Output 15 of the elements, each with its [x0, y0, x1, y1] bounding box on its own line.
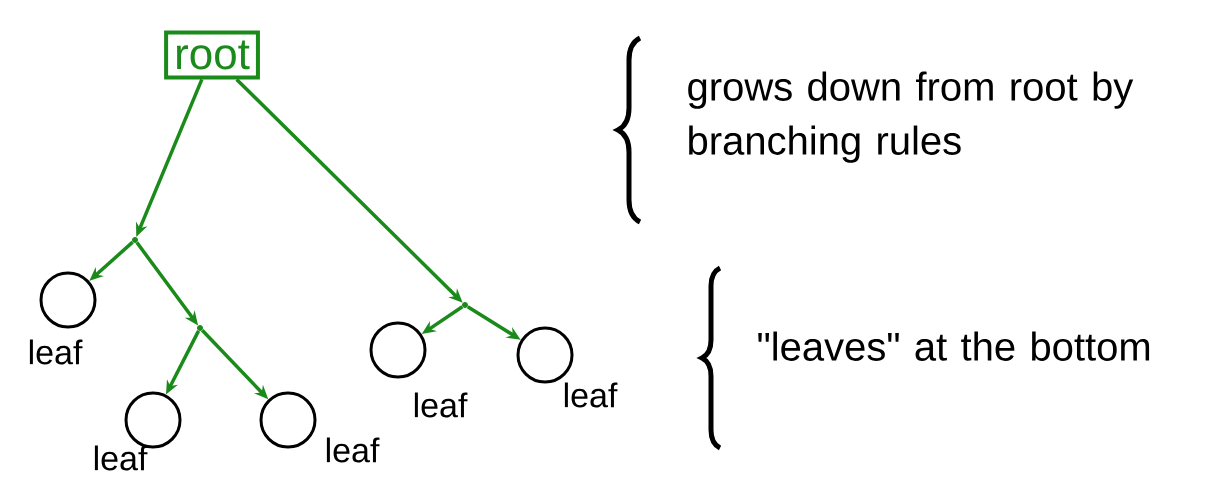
branch-point — [462, 302, 468, 308]
note: "leaves" at the bottom — [758, 331, 1150, 361]
leaf-circle — [516, 326, 574, 384]
leaf-label: leaf — [414, 392, 468, 418]
leaf-label: leaf — [94, 445, 148, 471]
leaf-circle — [259, 391, 317, 449]
leaf-label: leaf — [326, 437, 380, 463]
leaf-label: leaf — [29, 339, 83, 365]
leaf-label: leaf — [564, 382, 618, 408]
branch-point — [132, 237, 138, 243]
leaf-circle — [369, 321, 427, 379]
note: grows down from root by branching rules — [688, 71, 1134, 163]
root-box: root — [164, 30, 260, 80]
leaf-circle — [39, 271, 97, 329]
branch-point — [197, 325, 203, 331]
